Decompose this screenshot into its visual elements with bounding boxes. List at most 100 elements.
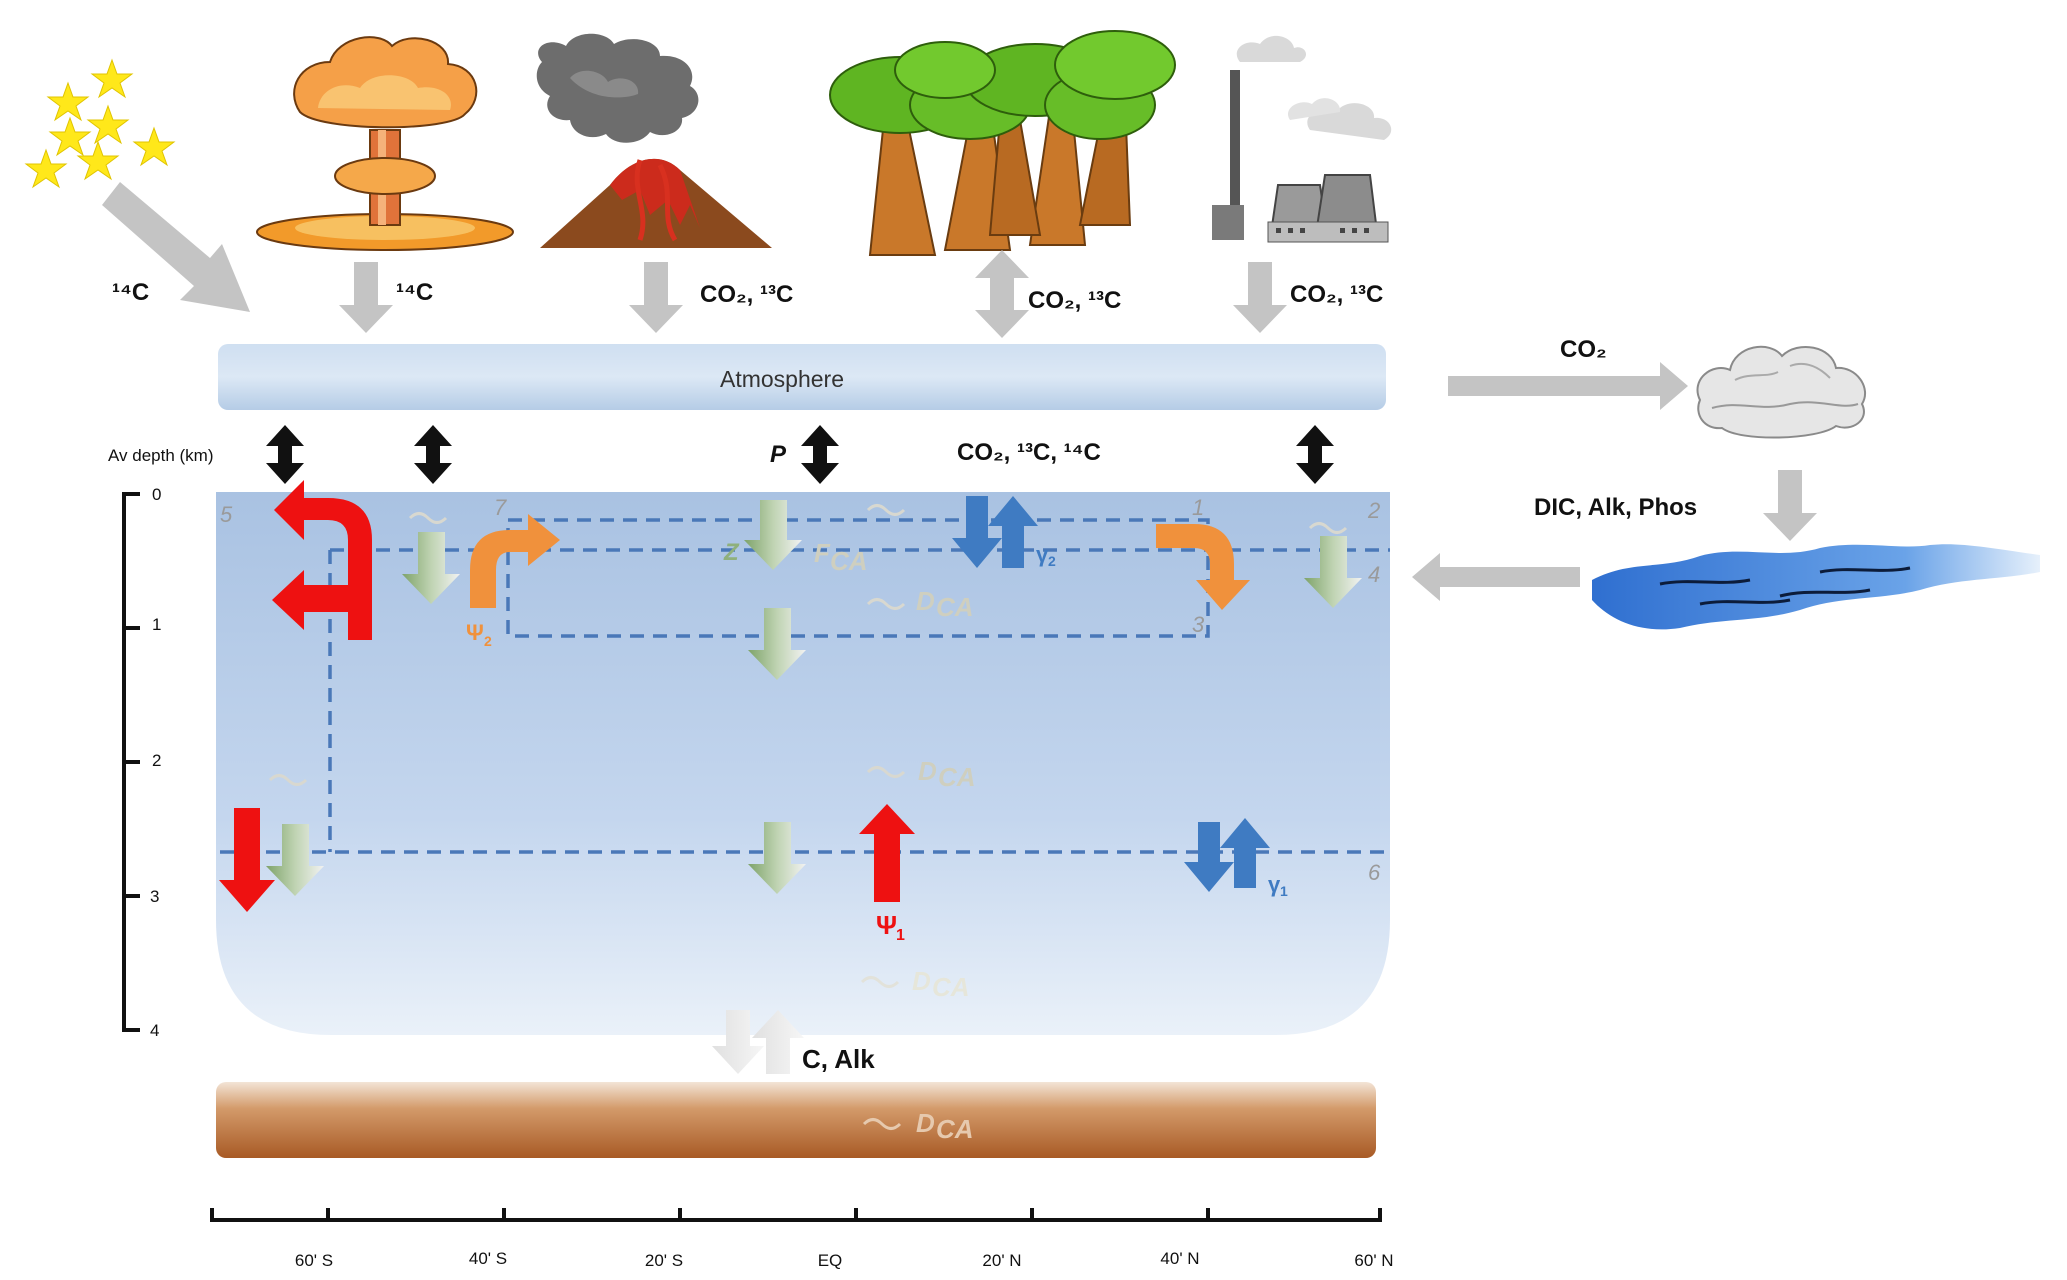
svg-text:CA: CA bbox=[936, 592, 974, 622]
weathering-co2-label: CO₂ bbox=[1560, 336, 1607, 363]
gamma1-label: γ 1 bbox=[1268, 872, 1288, 899]
svg-text:D: D bbox=[912, 966, 931, 996]
weathering-dic-label: DIC, Alk, Phos bbox=[1534, 494, 1697, 521]
box-label-3: 3 bbox=[1192, 612, 1205, 637]
southern-upwelling-arrow bbox=[274, 480, 372, 640]
lat-tick-20s: 20' S bbox=[645, 1251, 683, 1270]
svg-text:1: 1 bbox=[1280, 883, 1288, 899]
power-plant-icon bbox=[1212, 35, 1392, 243]
forest-icon bbox=[829, 30, 1176, 256]
mixing-gamma2 bbox=[952, 496, 1038, 568]
dca-label-deep: D CA bbox=[860, 966, 970, 1002]
box-label-4: 4 bbox=[1368, 562, 1380, 587]
southern-return-arrow bbox=[272, 570, 348, 630]
dca-label-middle: D CA bbox=[866, 756, 976, 792]
psi2-label: Ψ 2 bbox=[466, 620, 492, 649]
svg-text:CA: CA bbox=[938, 762, 976, 792]
box-label-7: 7 bbox=[494, 495, 507, 520]
svg-text:γ: γ bbox=[1268, 872, 1281, 897]
box-label-2: 2 bbox=[1367, 498, 1380, 523]
gamma1-up-arrow bbox=[1220, 818, 1270, 888]
atmosphere-box bbox=[218, 344, 1386, 410]
svg-text:CA: CA bbox=[932, 972, 970, 1002]
export-arrow-box5 bbox=[266, 824, 324, 896]
svg-text:F: F bbox=[814, 538, 831, 568]
particle-export-arrows bbox=[266, 500, 1362, 896]
gamma2-label: γ 2 bbox=[1036, 542, 1056, 569]
atmosphere-to-rock-arrow bbox=[1448, 362, 1688, 410]
gyre-circulation-psi2 bbox=[470, 514, 1250, 610]
atmosphere-label: Atmosphere bbox=[720, 366, 844, 392]
depth-tick-4: 4 bbox=[150, 1021, 159, 1040]
depth-tick-3: 3 bbox=[150, 887, 159, 906]
gyre-right-arrow bbox=[1156, 524, 1250, 610]
gamma1-down-arrow bbox=[1184, 822, 1234, 892]
forest-co2-label: CO₂, ¹³C bbox=[1028, 287, 1121, 314]
lat-tick-40s: 40' S bbox=[469, 1249, 507, 1268]
volcano-icon bbox=[536, 33, 772, 248]
mixing-gamma1 bbox=[1184, 818, 1270, 892]
sediment-layer bbox=[216, 1082, 1376, 1158]
svg-text:1: 1 bbox=[896, 927, 905, 944]
lat-tick-60s: 60' S bbox=[295, 1251, 333, 1270]
dca-label-sediment: D CA bbox=[862, 1108, 974, 1144]
rock-to-river-arrow bbox=[1763, 470, 1817, 541]
volcano-co2-label: CO₂, ¹³C bbox=[700, 281, 793, 308]
depth-axis bbox=[122, 492, 140, 1032]
lat-tick-40n: 40' N bbox=[1160, 1249, 1199, 1268]
lat-tick-60n: 60' N bbox=[1354, 1251, 1393, 1270]
wave-glyphs bbox=[268, 504, 1348, 786]
industry-co2-label: CO₂, ¹³C bbox=[1290, 281, 1383, 308]
mushroom-cloud-icon bbox=[256, 36, 514, 251]
cosmic-c14-label: ¹⁴C bbox=[112, 279, 149, 306]
river-icon bbox=[1592, 544, 2040, 630]
svg-text:Ψ: Ψ bbox=[466, 620, 484, 645]
air-sea-exchange-arrows bbox=[266, 425, 1334, 484]
lat-tick-eq: EQ bbox=[818, 1251, 843, 1270]
gyre-left-arrow bbox=[470, 514, 560, 608]
bomb-c14-label: ¹⁴C bbox=[396, 279, 433, 306]
svg-text:CA: CA bbox=[936, 1114, 974, 1144]
depth-tick-1: 1 bbox=[152, 615, 161, 634]
exchange-gases-label: CO₂, ¹³C, ¹⁴C bbox=[957, 439, 1101, 466]
svg-text:CA: CA bbox=[830, 546, 868, 576]
industry-flux-arrow bbox=[1233, 262, 1287, 333]
stars-icon bbox=[24, 58, 176, 189]
svg-text:D: D bbox=[916, 586, 935, 616]
river-to-ocean-arrow bbox=[1412, 553, 1580, 601]
deep-upwelling-arrow bbox=[859, 804, 915, 902]
psi1-label: Ψ 1 bbox=[876, 910, 905, 944]
depth-tick-2: 2 bbox=[152, 751, 161, 770]
rock-icon bbox=[1696, 345, 1867, 439]
export-arrow-box4 bbox=[1304, 536, 1362, 608]
box-label-6: 6 bbox=[1368, 860, 1381, 885]
box-label-1: 1 bbox=[1192, 495, 1204, 520]
svg-text:D: D bbox=[916, 1108, 935, 1138]
svg-text:2: 2 bbox=[484, 633, 492, 649]
sediment-flux-label: C, Alk bbox=[802, 1044, 875, 1074]
forest-exchange-arrow bbox=[975, 250, 1029, 338]
bomb-carbon-arrow bbox=[339, 262, 393, 333]
export-arrow-box1-deep bbox=[748, 608, 806, 680]
z-label: Z bbox=[723, 539, 740, 566]
volcano-flux-arrow bbox=[629, 262, 683, 333]
svg-text:2: 2 bbox=[1048, 553, 1056, 569]
gamma2-up-arrow bbox=[988, 496, 1038, 568]
svg-text:D: D bbox=[918, 756, 937, 786]
deep-sinking-arrow bbox=[219, 808, 275, 912]
dca-label-upper: D CA bbox=[866, 586, 974, 622]
depth-tick-0: 0 bbox=[152, 485, 161, 504]
fca-label: F CA bbox=[814, 538, 868, 576]
export-arrow-box1-surface bbox=[744, 500, 802, 570]
svg-text:Ψ: Ψ bbox=[876, 910, 897, 940]
lat-tick-20n: 20' N bbox=[982, 1251, 1021, 1270]
overturning-circulation-psi1 bbox=[219, 480, 915, 912]
svg-text:γ: γ bbox=[1036, 542, 1049, 567]
export-arrow-box6 bbox=[748, 822, 806, 894]
gamma2-down-arrow bbox=[952, 496, 1002, 568]
latitude-axis bbox=[210, 1208, 1382, 1222]
export-arrow-box7 bbox=[402, 532, 460, 604]
sediment-exchange-arrows bbox=[712, 1010, 804, 1074]
depth-axis-title: Av depth (km) bbox=[108, 446, 214, 465]
